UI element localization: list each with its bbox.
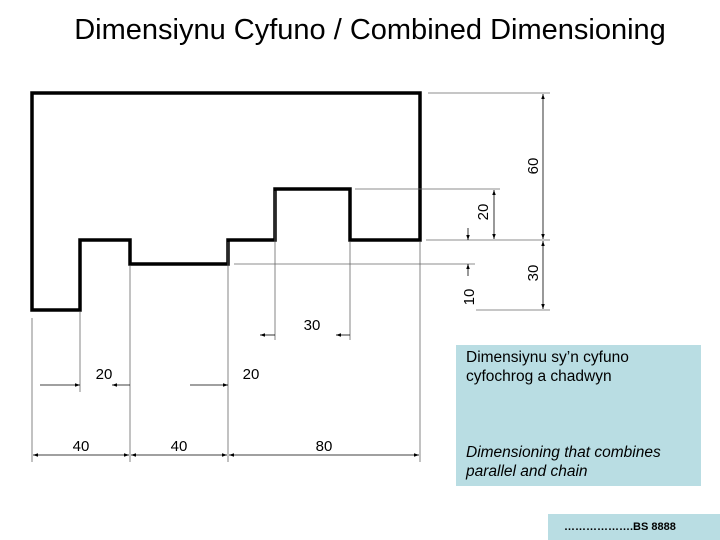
slide-title: Dimensiynu Cyfuno / Combined Dimensionin…: [74, 14, 666, 46]
dim-40-left: 40: [73, 438, 90, 455]
part-outline: [30, 91, 422, 312]
dim-30-horizontal: 30: [304, 317, 321, 334]
dim-20-right: 20: [243, 366, 260, 383]
dim-20-vertical: 20: [475, 204, 492, 221]
note-welsh-text: Dimensiynu sy’n cyfuno cyfochrog a chadw…: [466, 349, 629, 385]
dim-60: 60: [525, 158, 542, 175]
dim-20-left: 20: [96, 366, 113, 383]
explanation-note: Dimensiynu sy’n cyfuno cyfochrog a chadw…: [456, 345, 701, 486]
horizontal-dimension-lines: [33, 333, 419, 457]
standard-reference: ……………….BS 8888: [548, 514, 720, 540]
dim-80: 80: [316, 438, 333, 455]
dim-40-middle: 40: [171, 438, 188, 455]
dim-10: 10: [461, 289, 478, 306]
note-english-text: Dimensioning that combines parallel and …: [466, 444, 661, 480]
extension-lines: [31, 92, 550, 462]
dim-30-vertical: 30: [525, 265, 542, 282]
vertical-dimension-lines: [466, 94, 545, 309]
